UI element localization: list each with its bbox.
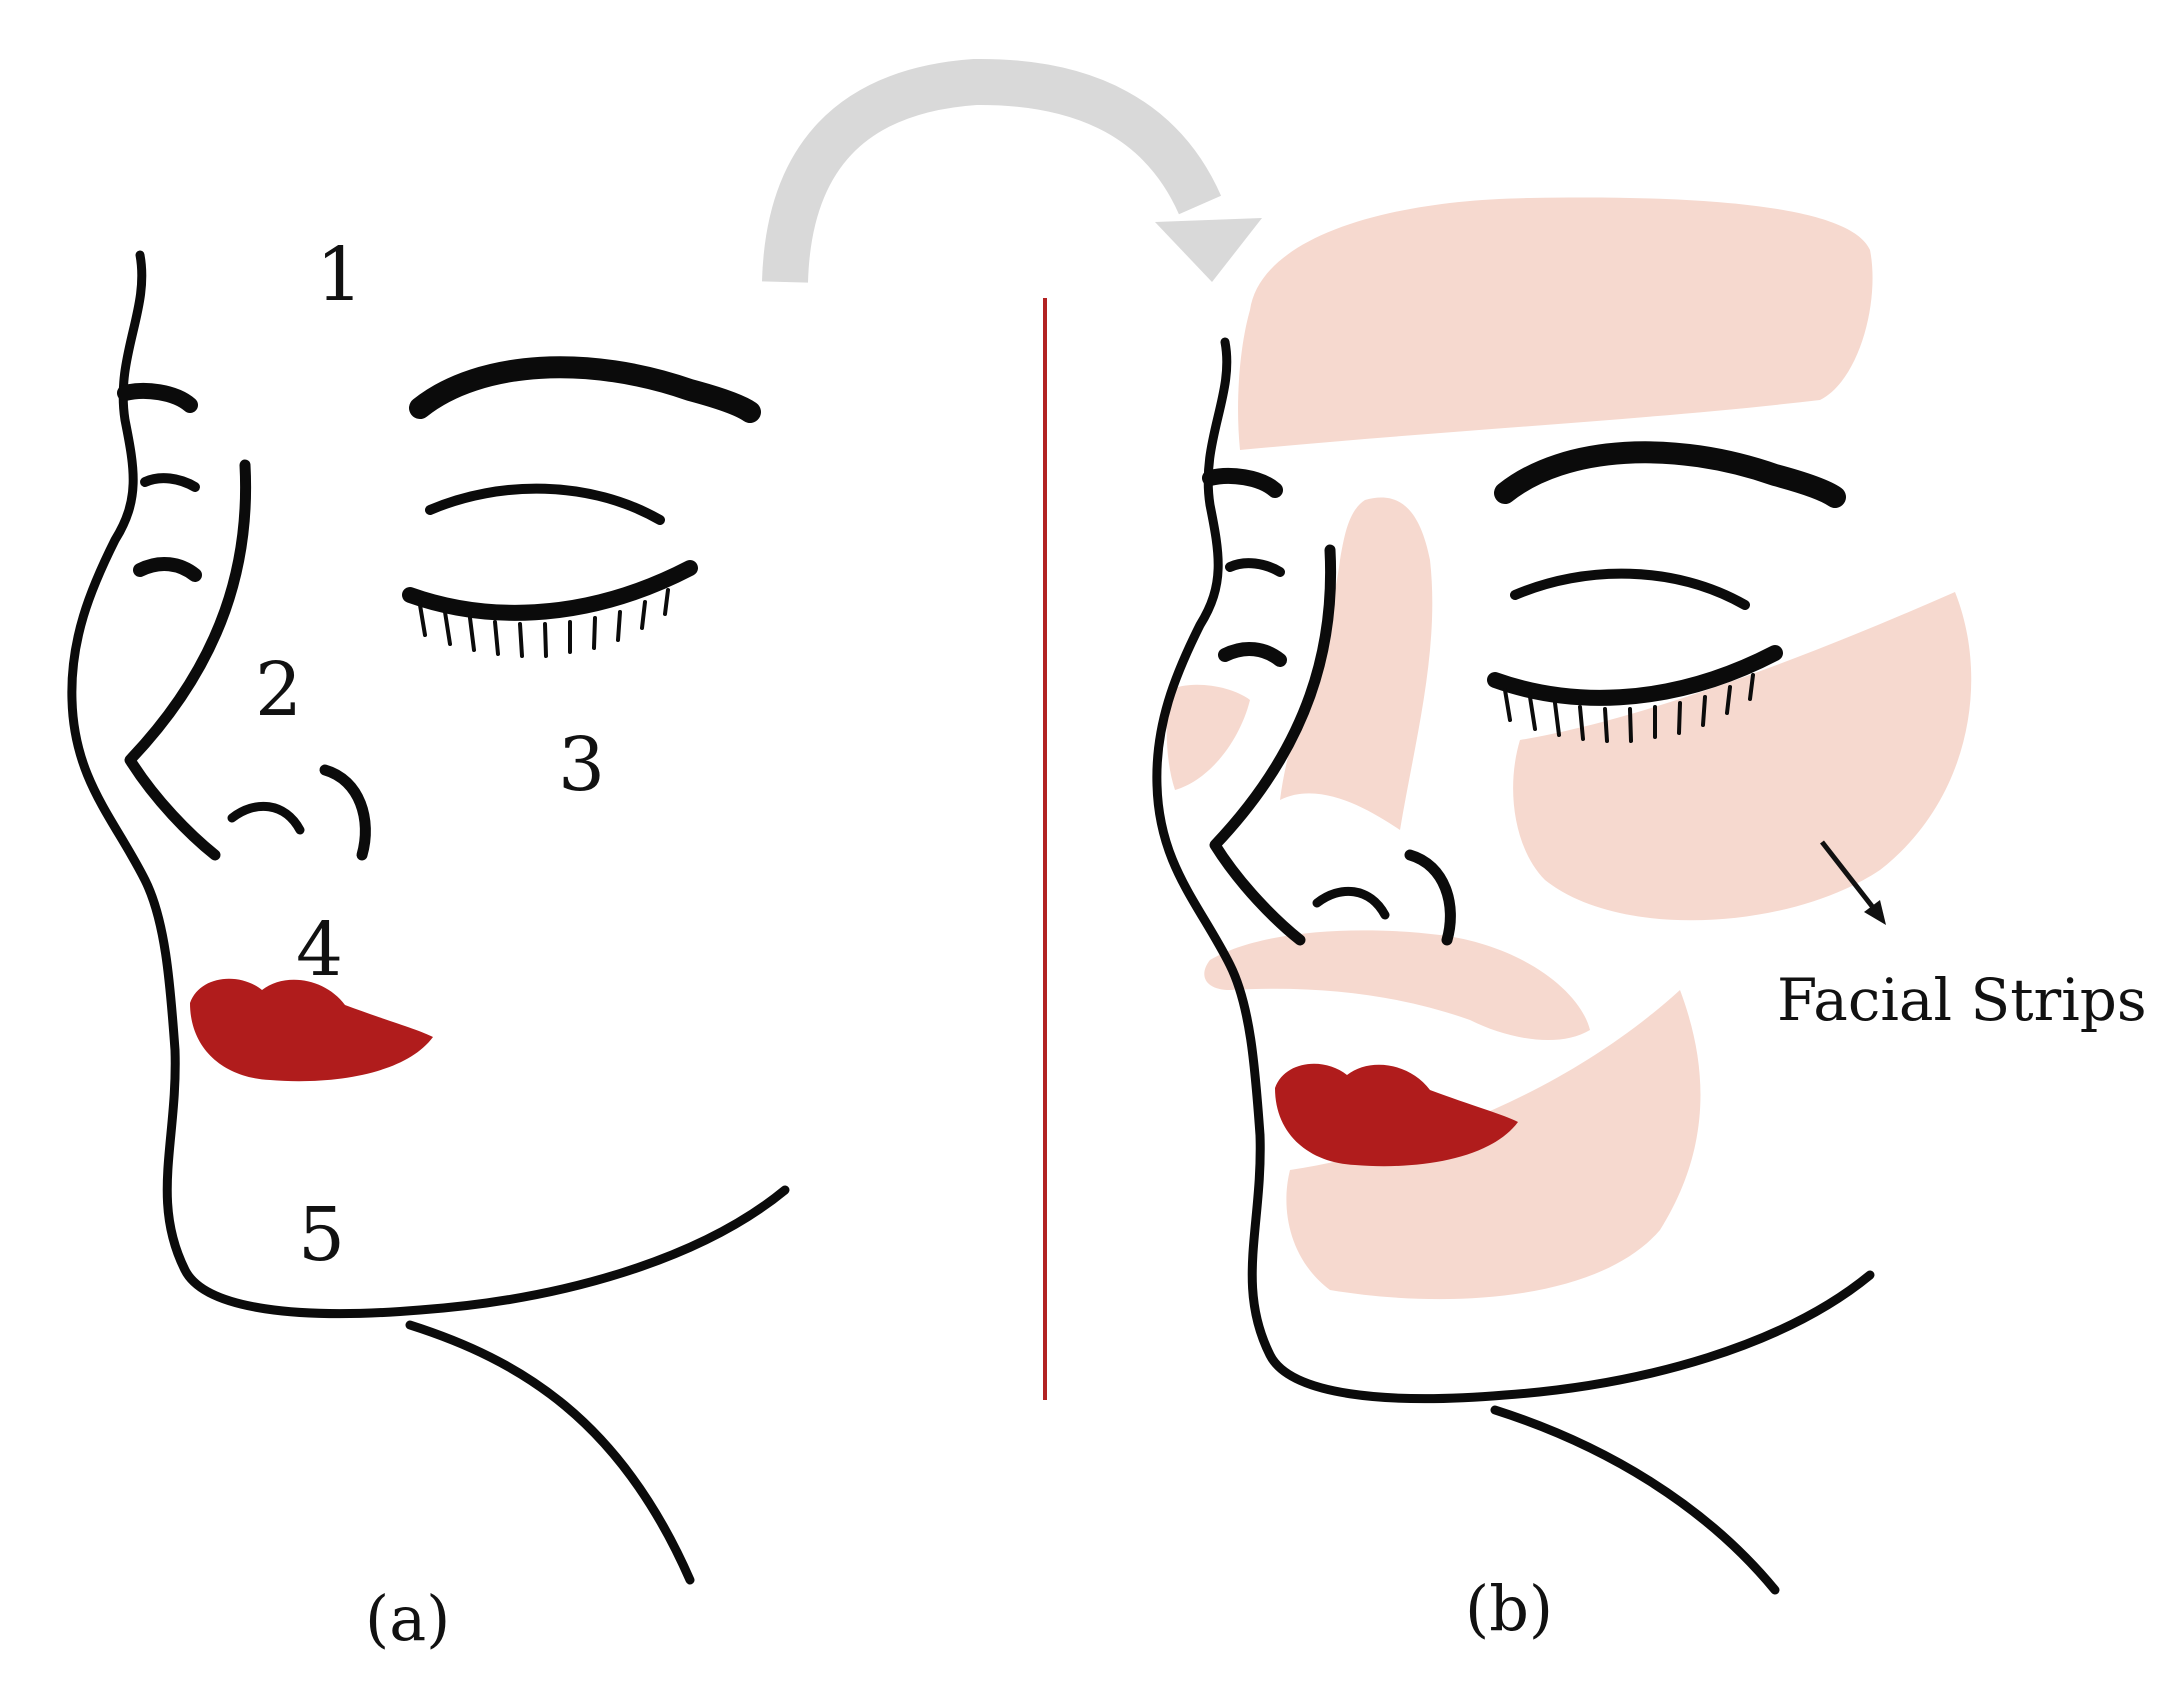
facial-strips xyxy=(1166,197,1972,1300)
region-label-1: 1 xyxy=(316,232,363,318)
facial-strips-label: Facial Strips xyxy=(1777,966,2147,1034)
lips-panel-b xyxy=(1275,1063,1518,1167)
strip-forehead xyxy=(1238,197,1873,450)
strip-chin xyxy=(1286,990,1701,1300)
face-panel-b xyxy=(1152,197,1972,1595)
panel-label-a: (a) xyxy=(365,1582,450,1655)
strip-cheek xyxy=(1513,592,1972,921)
region-label-2: 2 xyxy=(255,647,302,733)
callout-arrow xyxy=(1820,840,1886,925)
panel-label-b: (b) xyxy=(1465,1572,1553,1645)
face-panel-a xyxy=(67,250,790,1585)
strip-nose xyxy=(1280,497,1433,830)
region-label-5: 5 xyxy=(298,1192,345,1278)
strip-upper-lip xyxy=(1204,930,1590,1041)
lips-panel-a xyxy=(190,978,433,1082)
region-label-4: 4 xyxy=(296,907,343,993)
curved-arrow xyxy=(762,58,1262,283)
strip-under-eye xyxy=(1166,684,1250,790)
region-label-3: 3 xyxy=(558,722,605,808)
